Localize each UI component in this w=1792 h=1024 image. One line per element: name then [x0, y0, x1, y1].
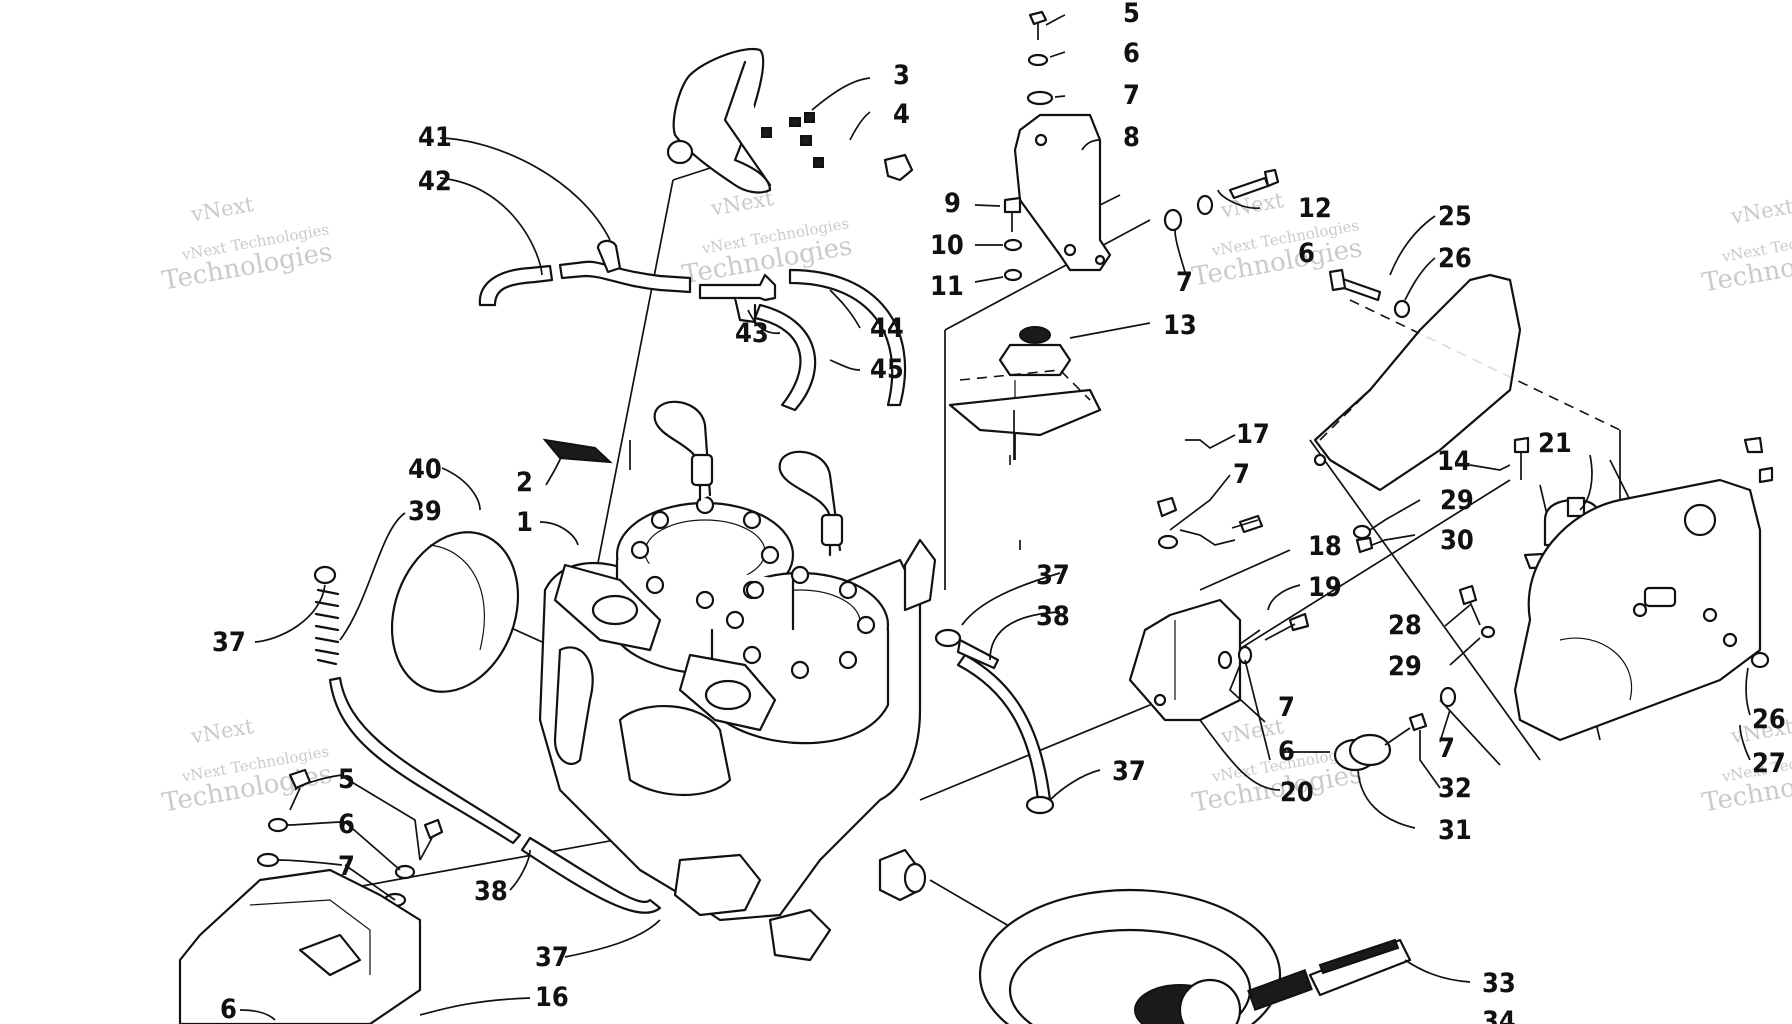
- callout-13: 13: [1163, 310, 1197, 341]
- part-engine-plate-right: [1513, 436, 1774, 742]
- callout-26-top: 26: [1438, 243, 1472, 274]
- callout-1: 1: [516, 507, 533, 538]
- watermark-5: vNext vNext Technologies Technologies: [160, 714, 335, 819]
- hardware-18-19: [1231, 514, 1310, 641]
- watermark-1: vNext vNext Technologies Technologies: [160, 192, 335, 297]
- callout-16: 16: [535, 982, 569, 1013]
- callout-6-20: 6: [1278, 736, 1295, 767]
- hardware-31-32: [1333, 686, 1457, 772]
- hardware-9-10-11: [1003, 196, 1023, 282]
- svg-text:vNext: vNext: [1218, 714, 1286, 749]
- part-40-disc: [390, 531, 520, 693]
- callout-6-upper-mid: 6: [1298, 238, 1315, 269]
- callout-32: 32: [1438, 773, 1472, 804]
- callout-33: 33: [1482, 968, 1516, 999]
- part-20-bracket: [1128, 598, 1253, 722]
- callout-37-lower: 37: [1112, 756, 1146, 787]
- callout-5-top: 5: [1123, 0, 1140, 29]
- part-38-hose-left: [328, 676, 662, 914]
- head-bolts: [630, 495, 876, 680]
- hardware-left-5-6-7: [256, 768, 444, 908]
- part-large-bracket-right: [1313, 273, 1522, 492]
- part-16-mount: [178, 868, 422, 1024]
- hardware-17: [1156, 496, 1179, 550]
- part-33-34-clutch: [978, 888, 1412, 1024]
- callout-41: 41: [418, 122, 452, 153]
- callout-2: 2: [516, 467, 533, 498]
- callout-12: 12: [1298, 193, 1332, 224]
- part-43-tee-fitting: [698, 273, 777, 324]
- callout-5-left: 5: [338, 764, 355, 795]
- part-1-engine: [538, 400, 937, 962]
- callout-9: 9: [944, 188, 961, 219]
- callout-29-lower: 29: [1388, 651, 1422, 682]
- callout-7-32: 7: [1438, 733, 1455, 764]
- svg-text:vNext: vNext: [188, 714, 256, 749]
- hardware-top-5-6-7: [1026, 10, 1054, 106]
- callout-45: 45: [870, 354, 904, 385]
- part-44-hose: [788, 268, 907, 407]
- callout-18: 18: [1308, 531, 1342, 562]
- callout-7-left: 7: [338, 851, 355, 882]
- watermark-4: vNext vNext Technologies Technologies: [1700, 194, 1792, 299]
- callout-40: 40: [408, 454, 442, 485]
- callout-43: 43: [735, 318, 769, 349]
- part-2-shield: [542, 438, 613, 464]
- hardware-29-30: [1352, 524, 1374, 554]
- part-37-38-hose-right: [934, 628, 1055, 815]
- callout-4: 4: [893, 99, 910, 130]
- part-41-42-hose: [478, 239, 692, 307]
- callout-30: 30: [1440, 525, 1474, 556]
- callout-labels: 3 4 5 6 7 8 9 10 11 12 6 7 13 25 26 41 4…: [212, 0, 1786, 1024]
- svg-text:vNext: vNext: [1218, 188, 1286, 223]
- callout-7-upper-mid: 7: [1176, 267, 1193, 298]
- callout-37-mid: 37: [1036, 560, 1070, 591]
- callout-11: 11: [930, 271, 964, 302]
- watermark-3: vNext vNext Technologies Technologies: [1190, 188, 1365, 293]
- callout-28: 28: [1388, 610, 1422, 641]
- part-8-bracket: [1013, 113, 1112, 272]
- callout-42: 42: [418, 166, 452, 197]
- callout-29-upper: 29: [1440, 485, 1474, 516]
- callout-17: 17: [1236, 419, 1270, 450]
- hardware-28-29: [1458, 584, 1496, 639]
- svg-text:vNext: vNext: [1728, 194, 1792, 229]
- callout-10: 10: [930, 230, 964, 261]
- part-3-cover: [666, 47, 824, 194]
- callout-37-left: 37: [212, 627, 246, 658]
- callout-34: 34: [1482, 1006, 1516, 1024]
- callout-8: 8: [1123, 122, 1140, 153]
- callout-7-20: 7: [1278, 692, 1295, 723]
- callout-7-top: 7: [1123, 80, 1140, 111]
- callout-44: 44: [870, 313, 904, 344]
- callout-6-bottom: 6: [220, 994, 237, 1024]
- svg-text:vNext: vNext: [188, 192, 256, 227]
- callout-26-right: 26: [1752, 704, 1786, 735]
- callout-7-17: 7: [1233, 459, 1250, 490]
- part-4-clip: [883, 153, 914, 182]
- callout-21: 21: [1538, 428, 1572, 459]
- part-37-spring: [313, 565, 340, 666]
- callout-3: 3: [893, 60, 910, 91]
- callout-38-mid: 38: [1036, 601, 1070, 632]
- hardware-12: [1163, 168, 1280, 232]
- callout-38-left: 38: [474, 876, 508, 907]
- part-45-hose: [753, 303, 817, 412]
- part-13-mount: [948, 326, 1102, 460]
- callout-6-top: 6: [1123, 38, 1140, 69]
- callout-14: 14: [1437, 446, 1471, 477]
- callout-6-left: 6: [338, 809, 355, 840]
- callout-20: 20: [1280, 777, 1314, 808]
- leader-lines: [239, 14, 1751, 1021]
- callout-39: 39: [408, 496, 442, 527]
- callout-37-bottom: 37: [535, 942, 569, 973]
- callout-25: 25: [1438, 201, 1472, 232]
- callout-19: 19: [1308, 572, 1342, 603]
- hardware-25-26: [1328, 268, 1411, 319]
- callout-31: 31: [1438, 815, 1472, 846]
- callout-27: 27: [1752, 748, 1786, 779]
